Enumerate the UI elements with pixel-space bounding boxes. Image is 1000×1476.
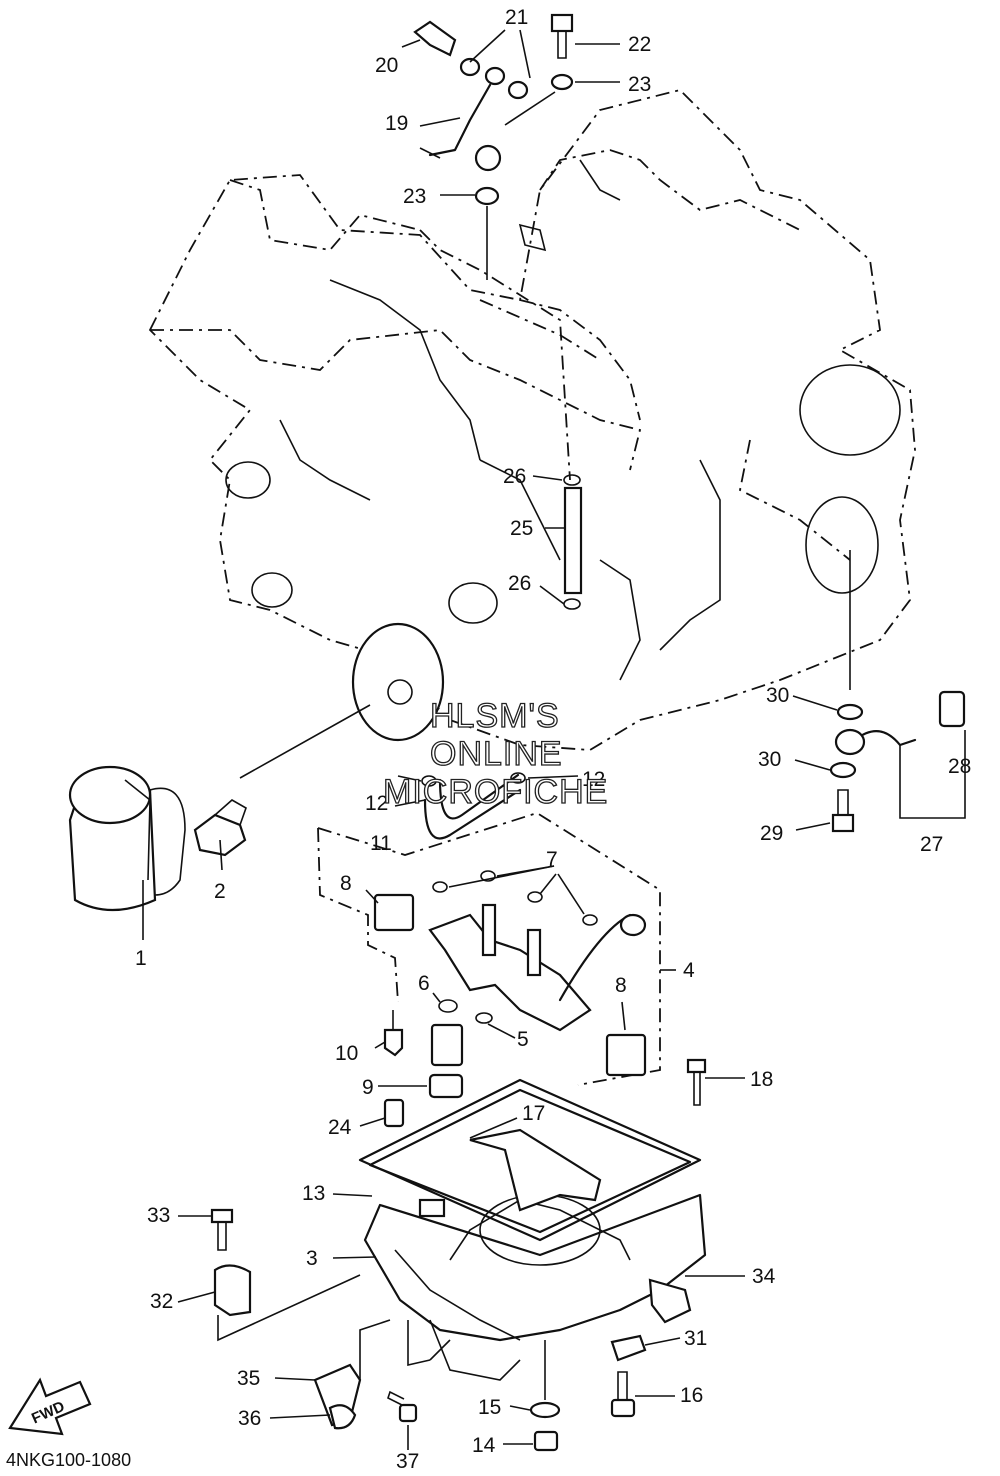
oil-filter [68,765,186,912]
callout-20: 20 [375,54,398,77]
union-bolt [193,799,247,857]
callout-5: 5 [517,1028,529,1051]
watermark-line-1: HLSM'S [430,697,560,735]
callout-27: 27 [920,833,943,856]
callout-6: 6 [418,972,430,995]
callout-23a: 23 [628,73,651,96]
callout-12b: 12 [582,768,605,791]
callout-7: 7 [546,848,558,871]
callout-29: 29 [760,822,783,845]
callout-17: 17 [522,1102,545,1125]
engine-bosses [225,159,901,624]
callout-35: 35 [237,1367,260,1390]
callout-2: 2 [214,880,226,903]
callout-14: 14 [472,1434,496,1457]
callout-21: 21 [505,6,528,29]
filter-mount-flange [351,622,445,742]
callout-36: 36 [238,1407,261,1430]
callout-16: 16 [680,1384,703,1407]
strainer-assembly-box [317,812,676,1086]
callout-8: 8 [340,872,352,895]
callout-31: 31 [684,1327,707,1350]
callout-33: 33 [147,1204,170,1227]
oil-pipe-delivery [423,773,522,840]
callout-26b: 26 [508,572,531,595]
callout-37: 37 [396,1450,419,1473]
engine-crankcase [148,89,916,751]
callout-labels: 1 2 3 4 5 6 7 8 8 9 10 11 12 12 13 14 15… [135,6,971,1473]
callout-8b: 8 [615,974,627,997]
callout-1: 1 [135,947,147,970]
callout-28: 28 [948,755,971,778]
callout-26a: 26 [503,465,526,488]
o-rings-7 [421,772,598,1024]
leader-lines [142,29,966,1450]
callout-23b: 23 [403,185,426,208]
callout-13: 13 [302,1182,325,1205]
cooler-hose [834,728,917,756]
callout-4: 4 [683,959,695,982]
callout-24: 24 [328,1116,352,1139]
callout-19: 19 [385,112,408,135]
callout-30b: 30 [758,748,781,771]
oil-pipe-upper [419,83,502,172]
callout-25: 25 [510,517,533,540]
pan-hardware [210,1058,707,1452]
strainer-small-parts [383,1010,464,1099]
watermark-line-2: ONLINE [430,735,563,773]
hardware-bolts-washers [413,13,966,833]
callout-30a: 30 [766,684,789,707]
watermark-line-3: MICROFICHE [383,773,608,811]
callout-3: 3 [306,1247,318,1270]
watermark: HLSM'S ONLINE MICROFICHE [382,696,608,811]
callout-22: 22 [628,33,651,56]
rubber-dampers [373,893,647,1077]
oil-pan-gasket [358,1078,702,1242]
callout-9: 9 [362,1076,374,1099]
callout-10: 10 [335,1042,358,1065]
fwd-arrow: FWD [8,1377,92,1436]
callout-34: 34 [752,1265,776,1288]
callout-18: 18 [750,1068,773,1091]
callout-15: 15 [478,1396,501,1419]
callout-32: 32 [150,1290,173,1313]
oil-pan [363,1128,707,1381]
oil-strainer [428,903,647,1032]
diagram-code: 4NKG100-1080 [6,1450,131,1470]
callout-12a: 12 [365,792,388,815]
callout-11: 11 [370,832,392,855]
